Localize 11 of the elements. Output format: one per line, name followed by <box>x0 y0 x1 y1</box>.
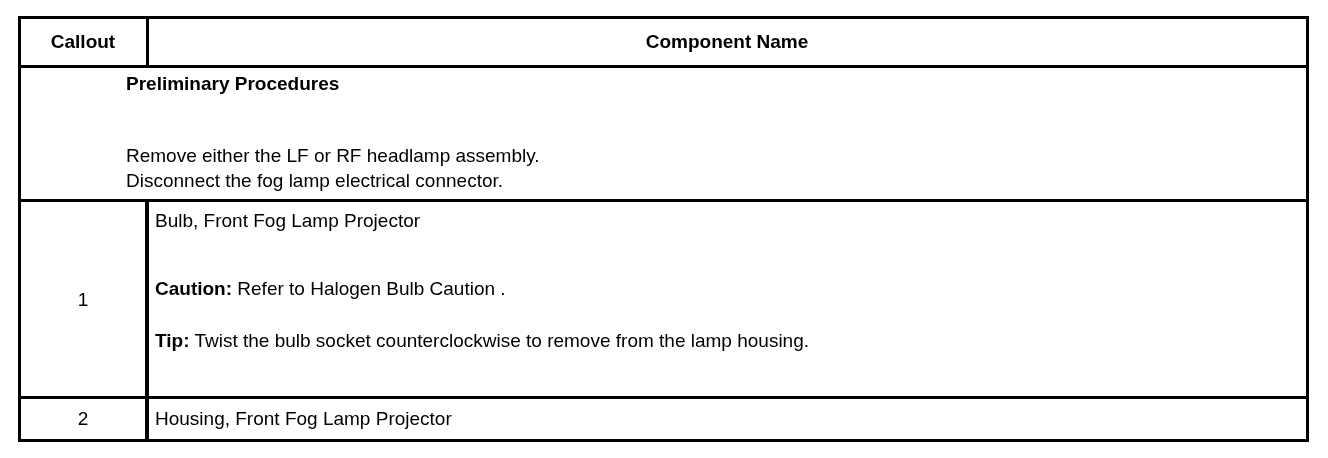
tip-note: Tip: Twist the bulb socket counterclockwise to remove from the lamp housing. <box>155 330 810 352</box>
component-name: Housing, Front Fog Lamp Projector <box>155 408 452 430</box>
component-name: Bulb, Front Fog Lamp Projector <box>155 210 421 232</box>
column-header: Component Name <box>645 31 809 53</box>
callout-number: 2 <box>77 408 89 430</box>
section-heading: Preliminary Procedures <box>126 73 340 95</box>
column-header: Callout <box>50 31 116 53</box>
caution-note: Caution: Refer to Halogen Bulb Caution . <box>155 278 506 300</box>
callout-number: 1 <box>77 289 89 311</box>
instruction-text: Remove either the LF or RF headlamp assembly. <box>126 145 540 167</box>
instruction-text: Disconnect the fog lamp electrical connector. <box>126 170 504 192</box>
